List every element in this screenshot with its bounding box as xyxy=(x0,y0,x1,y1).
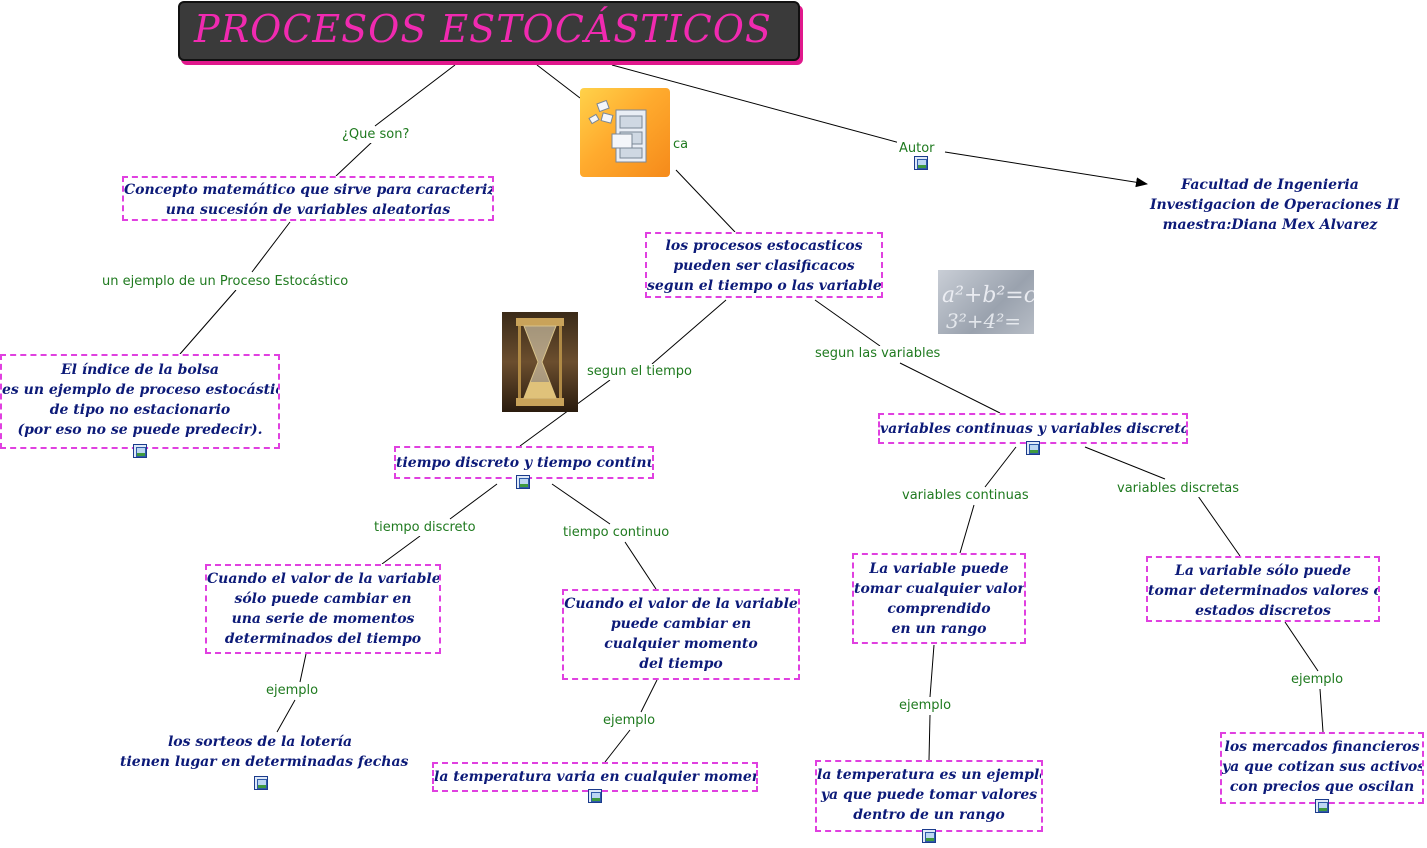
line-variables-discretas xyxy=(1085,447,1165,479)
node-bolsa[interactable]: El índice de la bolsa es un ejemplo de p… xyxy=(0,354,280,449)
line-definition-ejemplo xyxy=(252,222,290,272)
link-label-ejemplo: ejemplo xyxy=(1289,672,1345,688)
link-label-ejemplo: ejemplo xyxy=(264,683,320,699)
image-icon[interactable] xyxy=(516,475,530,489)
link-label-variables-discretas: variables discretas xyxy=(1115,481,1241,497)
line-clasif-segun-variables xyxy=(815,300,880,346)
line-ejemplo-temp1 xyxy=(605,730,630,762)
file-cabinet-glyph xyxy=(580,88,670,177)
line-tiempo-discreto xyxy=(450,484,497,519)
link-label-tiempo-continuo: tiempo continuo xyxy=(561,525,671,541)
node-clasificacion[interactable]: los procesos estocasticos pueden ser cla… xyxy=(645,232,883,298)
line-clasif-segun-tiempo xyxy=(652,300,726,364)
node-variables[interactable]: variables continuas y variables discreta… xyxy=(878,413,1188,444)
line-variables-continuas xyxy=(985,447,1016,487)
node-discreto-def[interactable]: Cuando el valor de la variable sólo pued… xyxy=(205,564,441,654)
line-tiempo-continuo xyxy=(552,484,610,524)
line-var-continuas-def xyxy=(960,505,974,553)
line-continuo-def xyxy=(625,542,656,589)
image-icon[interactable] xyxy=(1026,441,1040,455)
node-definition[interactable]: Concepto matemático que sirve para carac… xyxy=(122,176,494,221)
line-discreto-def xyxy=(382,536,420,564)
link-label-ejemplo-proceso: un ejemplo de un Proceso Estocástico xyxy=(100,274,350,290)
hourglass-glyph xyxy=(502,312,578,412)
node-var-discreta-def[interactable]: La variable sólo puede tomar determinado… xyxy=(1146,556,1380,622)
map-title-text: PROCESOS ESTOCÁSTICOS xyxy=(194,7,772,51)
link-label-clasifica: ca xyxy=(671,137,690,153)
link-label-segun-tiempo: segun el tiempo xyxy=(585,364,694,380)
node-temperatura1[interactable]: la temperatura varia en cualquier moment… xyxy=(432,762,758,792)
line-segun-variables-variables xyxy=(900,363,1000,413)
equations-glyph: a²+b²=c² 3²+4²= xyxy=(938,270,1034,334)
link-label-que-son: ¿Que son? xyxy=(340,127,411,143)
line-ejemplo-temp2 xyxy=(929,715,930,760)
image-icon[interactable] xyxy=(254,776,268,790)
line-autor-arrow xyxy=(945,152,1147,184)
line-var-discreta-ejemplo xyxy=(1285,622,1318,671)
line-continuo-ejemplo xyxy=(641,680,657,712)
line-ejemplo-bolsa xyxy=(180,290,236,354)
line-ejemplo-loteria xyxy=(277,700,295,732)
line-title-clasifica xyxy=(537,65,580,98)
link-label-tiempo-discreto: tiempo discreto xyxy=(372,520,478,536)
node-temperatura2[interactable]: la temperatura es un ejemplo ya que pued… xyxy=(815,760,1043,832)
hourglass-icon xyxy=(502,312,578,412)
image-icon[interactable] xyxy=(1315,799,1329,813)
line-discreto-ejemplo xyxy=(300,654,306,682)
svg-text:a²+b²=c²: a²+b²=c² xyxy=(942,283,1034,308)
image-icon[interactable] xyxy=(914,156,928,170)
image-icon[interactable] xyxy=(922,829,936,843)
line-title-que-son xyxy=(375,65,455,126)
image-icon[interactable] xyxy=(588,789,602,803)
map-title: PROCESOS ESTOCÁSTICOS xyxy=(178,1,800,61)
link-label-ejemplo: ejemplo xyxy=(601,713,657,729)
node-autor[interactable]: Facultad de Ingenieria Investigacion de … xyxy=(1150,175,1390,237)
equations-chalkboard-icon: a²+b²=c² 3²+4²= xyxy=(938,270,1034,334)
node-var-continua-def[interactable]: La variable puede tomar cualquier valor … xyxy=(852,553,1026,644)
link-label-autor: Autor xyxy=(897,141,937,157)
link-label-variables-continuas: variables continuas xyxy=(900,488,1031,504)
line-var-continua-ejemplo xyxy=(930,645,934,697)
link-label-ejemplo: ejemplo xyxy=(897,698,953,714)
line-clasifica-node xyxy=(676,170,735,232)
line-ejemplo-mercados xyxy=(1320,689,1323,732)
node-continuo-def[interactable]: Cuando el valor de la variable puede cam… xyxy=(562,589,800,680)
link-label-segun-variables: segun las variables xyxy=(813,346,942,362)
svg-text:3²+4²=: 3²+4²= xyxy=(946,309,1021,333)
node-mercados[interactable]: los mercados financieros ya que cotizan … xyxy=(1220,732,1424,804)
node-loteria[interactable]: los sorteos de la lotería tienen lugar e… xyxy=(120,732,400,774)
line-que-son-definition xyxy=(336,142,372,176)
image-icon[interactable] xyxy=(133,444,147,458)
file-cabinet-icon xyxy=(580,88,670,177)
line-var-discretas-def xyxy=(1198,496,1240,556)
